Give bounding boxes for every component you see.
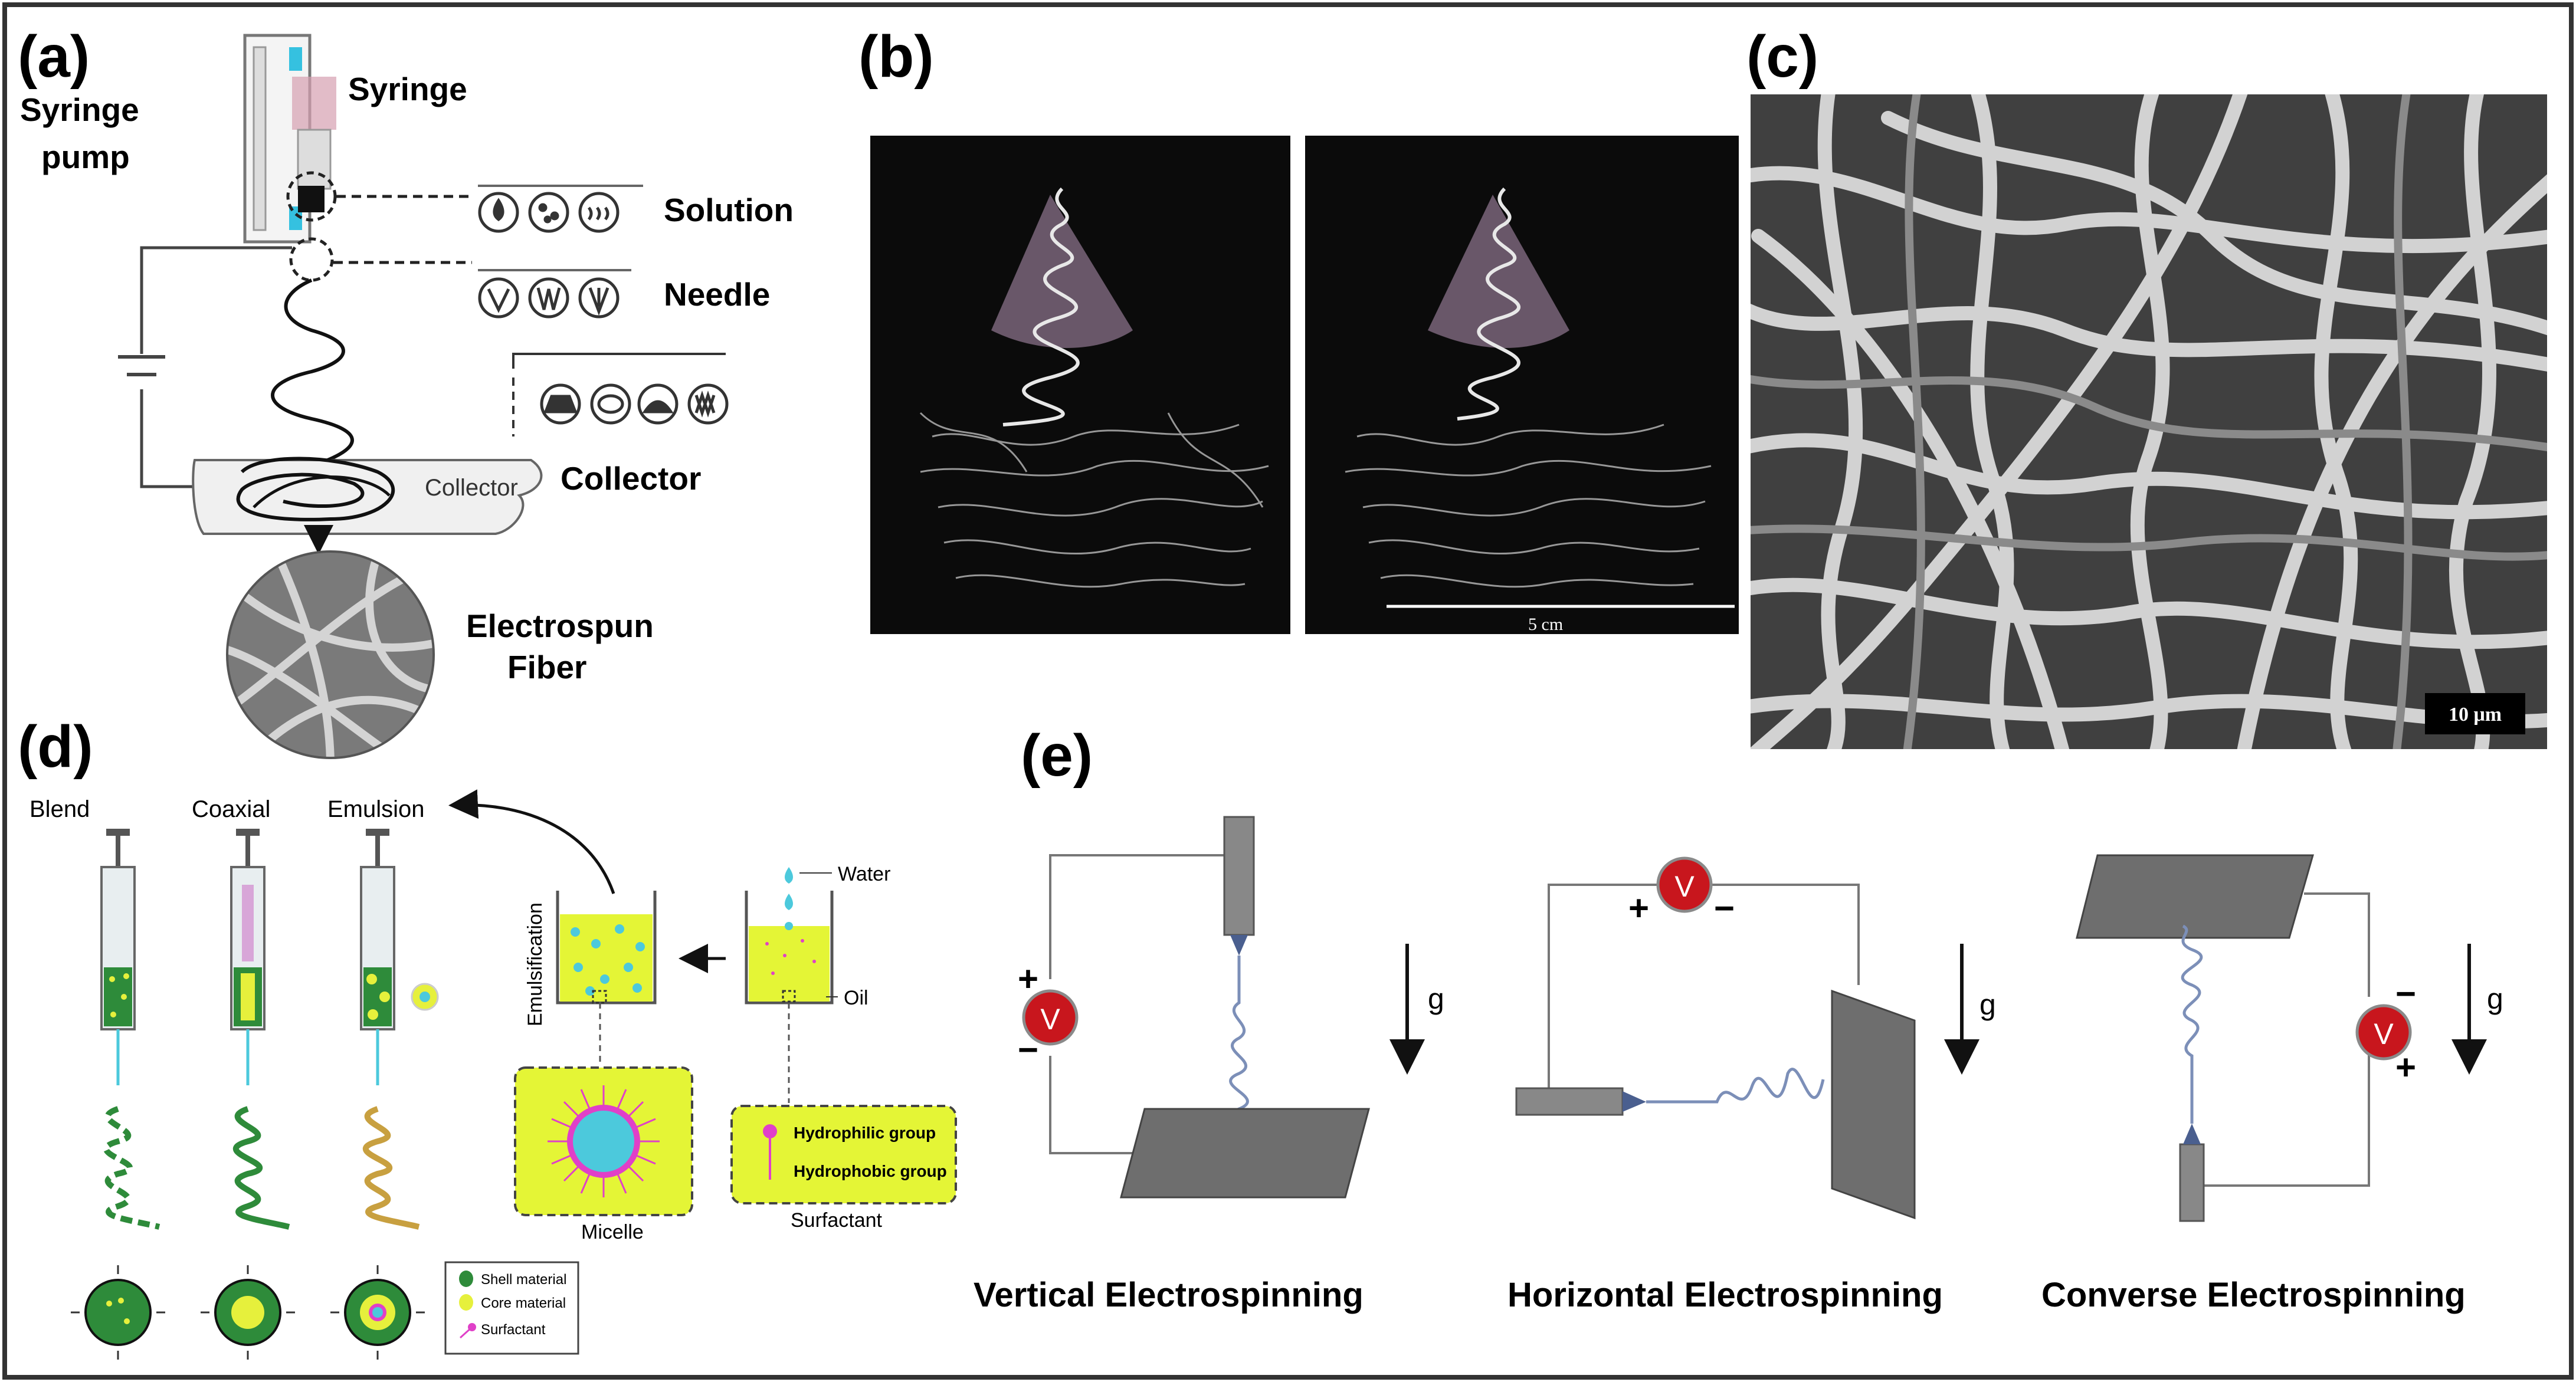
minus-vertical: − xyxy=(1018,1030,1038,1069)
plus-vertical: + xyxy=(1018,959,1038,999)
legend-core: Core material xyxy=(481,1295,566,1311)
g-label-horizontal: g xyxy=(1979,988,1996,1021)
hydrophilic-label: Hydrophilic group xyxy=(794,1124,936,1142)
collector-label: Collector xyxy=(561,460,701,497)
syringe-label: Syringe xyxy=(348,71,467,107)
emulsification-beaker-icon xyxy=(556,891,657,1005)
solution-icons xyxy=(478,192,620,233)
water-oil-beaker-icon xyxy=(745,867,838,1005)
panel-e-label: (e) xyxy=(1021,723,1093,789)
scale-label-10um: 10 μm xyxy=(2449,704,2502,726)
collector-inner-label: Collector xyxy=(425,475,518,501)
converse-setup xyxy=(2076,854,2487,1222)
panel-c-label: (c) xyxy=(1746,24,1818,90)
panel-d: (d) Blend Coaxial Emulsion xyxy=(18,714,957,1360)
v-label-vertical: V xyxy=(1040,1003,1060,1036)
vertical-setup xyxy=(1022,816,1425,1199)
blend-syringe-icon xyxy=(84,829,160,1346)
panel-c: (c) xyxy=(1746,24,2547,749)
minus-horizontal: − xyxy=(1714,888,1735,928)
surfactant-box xyxy=(730,1105,957,1204)
panel-d-label: (d) xyxy=(18,714,93,780)
panel-b-label: (b) xyxy=(858,24,934,90)
circuit-wire xyxy=(140,246,292,488)
plus-converse: + xyxy=(2395,1048,2416,1087)
g-label-converse: g xyxy=(2487,982,2503,1015)
sem-image: 10 μm xyxy=(1751,94,2547,749)
solution-zoom-circle xyxy=(286,171,337,222)
collector-icons xyxy=(540,383,729,425)
oil-label: Oil xyxy=(844,987,869,1009)
micelle-label: Micelle xyxy=(581,1221,644,1243)
panel-b: (b) xyxy=(858,24,1739,634)
horizontal-setup xyxy=(1515,856,1979,1220)
v-label-horizontal: V xyxy=(1674,870,1695,903)
surfactant-label: Surfactant xyxy=(791,1209,883,1232)
emulsion-syringe-icon xyxy=(344,829,439,1346)
syringe-pump-label-1: Syringe xyxy=(20,91,139,128)
photo-left xyxy=(870,136,1290,634)
fiber-label-1: Electrospun xyxy=(466,608,654,644)
emulsion-label: Emulsion xyxy=(327,796,425,822)
photo-right: 5 cm xyxy=(1305,136,1739,634)
needle-icons xyxy=(478,277,620,319)
blend-label: Blend xyxy=(30,796,90,822)
syringe-pump-label-2: pump xyxy=(41,139,130,175)
syringe-pump-icon xyxy=(243,34,336,244)
plus-horizontal: + xyxy=(1628,888,1649,928)
water-label: Water xyxy=(838,863,890,885)
converse-title: Converse Electrospinning xyxy=(2041,1276,2466,1314)
panel-a-label: (a) xyxy=(18,24,90,90)
collector-block xyxy=(192,459,543,535)
minus-converse: − xyxy=(2395,974,2416,1013)
battery-icon xyxy=(118,355,165,376)
legend-shell: Shell material xyxy=(481,1272,566,1288)
solution-label: Solution xyxy=(664,192,794,228)
panel-a: (a) Syringe pump Syringe Solution xyxy=(18,24,794,759)
emulsion-arrow xyxy=(448,789,615,894)
needle-label: Needle xyxy=(664,276,770,313)
coaxial-label: Coaxial xyxy=(192,796,270,822)
g-label-vertical: g xyxy=(1428,982,1444,1015)
needle-zoom-circle xyxy=(289,237,334,282)
cross-section-arrows xyxy=(71,1265,425,1360)
scale-label-5cm: 5 cm xyxy=(1528,615,1563,634)
legend-surfactant: Surfactant xyxy=(481,1322,546,1338)
vertical-title: Vertical Electrospinning xyxy=(974,1276,1364,1314)
coaxial-syringe-icon xyxy=(214,829,290,1346)
hydrophobic-label: Hydrophobic group xyxy=(794,1162,947,1180)
horizontal-title: Horizontal Electrospinning xyxy=(1507,1276,1943,1314)
micelle-box xyxy=(514,1066,693,1216)
jet-whip xyxy=(271,278,354,468)
fiber-label-2: Fiber xyxy=(507,649,586,685)
emulsification-label: Emulsification xyxy=(524,902,546,1026)
v-label-converse: V xyxy=(2374,1017,2394,1051)
legend-box xyxy=(444,1261,579,1355)
panel-e: (e) V + − g Vertical Electrospinning V + xyxy=(974,723,2503,1314)
